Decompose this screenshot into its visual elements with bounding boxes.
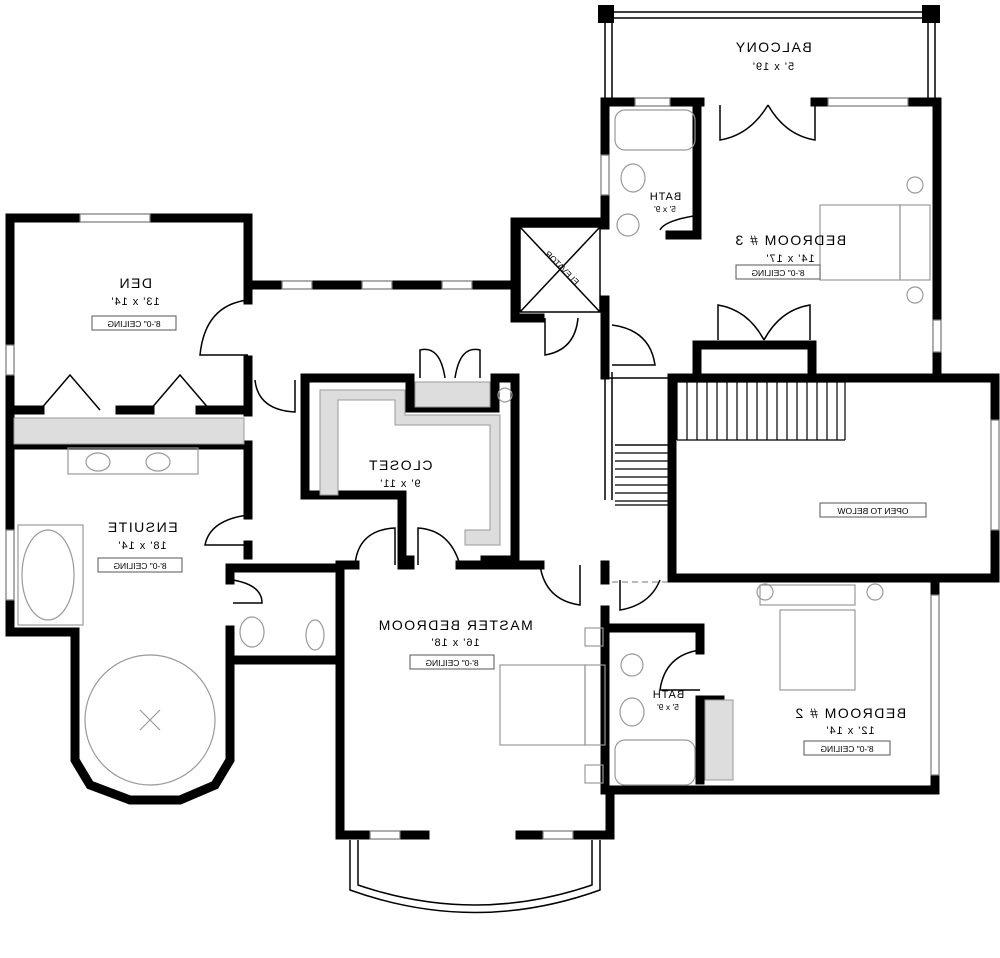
ceiling-den: 8'-0" CEILING	[107, 319, 160, 329]
label-master: MASTER BEDROOM	[377, 617, 533, 633]
dims-balcony: 5' x 19'	[752, 61, 794, 73]
ceiling-bedroom2: 8'-0" CEILING	[820, 744, 873, 754]
windows	[5, 97, 1000, 840]
label-ensuite: ENSUITE	[106, 519, 177, 535]
label-bedroom2: BEDROOM # 2	[794, 705, 906, 721]
label-bath-lower: BATH	[652, 689, 685, 701]
dims-bath-upper: 5' x 9'	[654, 204, 676, 214]
ceiling-bedroom3: 8'-0" CEILING	[751, 268, 804, 278]
label-bath-upper: BATH	[649, 191, 682, 203]
dims-bath-lower: 5' x 9'	[657, 702, 679, 712]
label-closet: CLOSET	[367, 457, 432, 473]
ceiling-ensuite: 8'-0" CEILING	[113, 561, 166, 571]
dims-master: 16' x 18'	[430, 637, 479, 649]
label-balcony: BALCONY	[734, 39, 811, 55]
dims-ensuite: 18' x 14'	[117, 540, 166, 552]
room-labels: BALCONY 5' x 19' BEDROOM # 3 14' x 17' 8…	[91, 39, 927, 756]
balcony	[598, 5, 940, 100]
label-bedroom3: BEDROOM # 3	[734, 232, 846, 248]
fixtures	[13, 109, 931, 786]
ceiling-master: 8'-0" CEILING	[425, 658, 478, 668]
dims-closet: 9' x 11'	[379, 478, 420, 490]
label-den: DEN	[118, 275, 152, 291]
label-open-to-below: OPEN TO BELOW	[837, 506, 908, 516]
dims-den: 13' x 14'	[110, 296, 159, 308]
dims-bedroom3: 14' x 17'	[765, 253, 814, 265]
dims-bedroom2: 12' x 14'	[825, 725, 874, 737]
doors	[39, 104, 816, 691]
stairs	[615, 381, 846, 506]
